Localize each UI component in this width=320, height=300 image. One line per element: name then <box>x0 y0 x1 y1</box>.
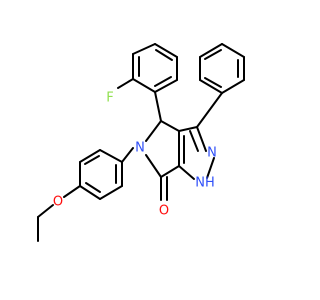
carbonyl-oxygen-atom: O <box>159 204 169 219</box>
pyrazole-nitrogen-atom: N <box>207 146 217 161</box>
ether-oxygen-atom: O <box>53 195 63 210</box>
phenyl-ring <box>199 43 245 94</box>
fluorophenyl-ring <box>132 43 178 93</box>
bond-ring-f <box>117 78 134 89</box>
bond-oxygen-ch2 <box>37 204 54 218</box>
ethoxyphenyl-ring <box>79 149 123 200</box>
fluorine-atom: F <box>106 91 113 106</box>
bond-fluorophenyl-core <box>154 91 162 122</box>
bond-phenyl-pyrazole <box>196 92 223 128</box>
bond-n-aryl <box>121 147 134 163</box>
bond-ring-oxygen <box>63 185 81 198</box>
pyrrolopyrazole-core <box>145 120 215 180</box>
amide-nitrogen-atom: N <box>135 141 145 156</box>
structure-canvas: F N N NH O O <box>37 43 245 242</box>
molecule-drawing: F N N NH O O <box>37 43 245 242</box>
pyrazole-nh-atom: NH <box>195 176 215 191</box>
